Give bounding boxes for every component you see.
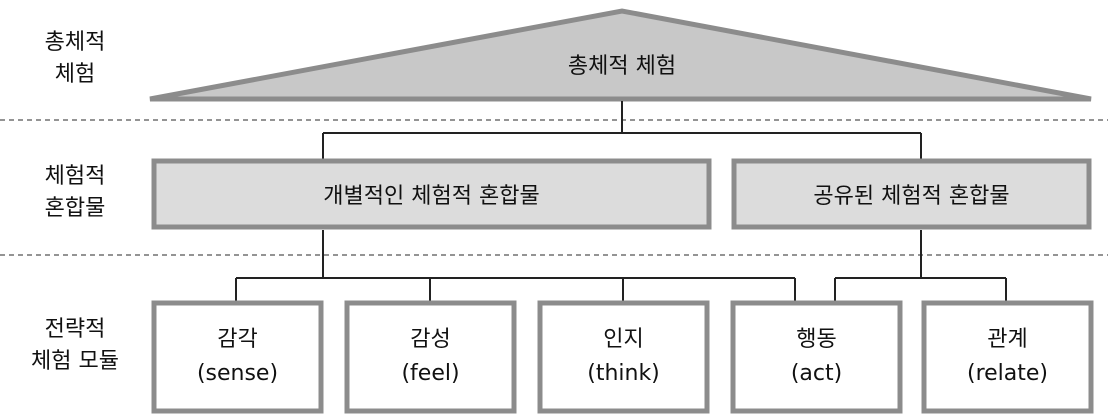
hybrid-shared-label: 공유된 체험적 혼합물 bbox=[813, 184, 1010, 209]
hybrid-box-individual bbox=[151, 158, 712, 230]
hybrid-box-shared bbox=[731, 158, 1092, 230]
module-box-sense bbox=[151, 300, 324, 414]
module-box-act bbox=[730, 300, 903, 414]
module-act-en: (act) bbox=[790, 361, 843, 386]
level-label-hybrid: 체험적 혼합물 bbox=[20, 161, 130, 225]
module-think-ko: 인지 bbox=[603, 327, 644, 352]
module-feel-en: (feel) bbox=[401, 361, 460, 386]
connector-individual-to-modules bbox=[235, 230, 796, 302]
level-label-strategic-line1: 전략적 bbox=[44, 317, 106, 342]
level-label-holistic-line2: 체험 bbox=[54, 62, 96, 87]
level-label-strategic: 전략적 체험 모듈 bbox=[20, 314, 130, 378]
module-box-relate bbox=[921, 300, 1094, 414]
module-relate-ko: 관계 bbox=[987, 327, 1028, 352]
module-sense-en: (sense) bbox=[196, 361, 279, 386]
module-act-ko: 행동 bbox=[796, 327, 837, 352]
level-label-holistic-line1: 총체적 bbox=[44, 30, 106, 55]
module-box-feel bbox=[344, 300, 517, 414]
module-act: 행동 (act) bbox=[736, 306, 897, 408]
module-relate: 관계 (relate) bbox=[927, 306, 1088, 408]
hybrid-individual-label: 개별적인 체험적 혼합물 bbox=[323, 184, 540, 209]
module-sense-ko: 감각 bbox=[217, 327, 258, 352]
level-label-holistic: 총체적 체험 bbox=[20, 27, 130, 91]
module-feel-ko: 감성 bbox=[410, 327, 451, 352]
module-feel: 감성 (feel) bbox=[350, 306, 511, 408]
holistic-experience-label: 총체적 체험 bbox=[567, 54, 677, 79]
connector-shared-to-modules bbox=[834, 230, 1007, 302]
level-label-hybrid-line2: 혼합물 bbox=[44, 196, 106, 221]
module-think-en: (think) bbox=[587, 361, 660, 386]
module-think: 인지 (think) bbox=[543, 306, 704, 408]
connector-roof-to-hybrids bbox=[322, 101, 922, 160]
module-box-think bbox=[537, 300, 710, 414]
module-relate-en: (relate) bbox=[966, 361, 1049, 386]
holistic-roof-shape bbox=[149, 8, 1092, 102]
module-sense: 감각 (sense) bbox=[157, 306, 318, 408]
level-label-hybrid-line1: 체험적 bbox=[44, 164, 106, 189]
level-label-strategic-line2: 체험 모듈 bbox=[31, 349, 119, 374]
